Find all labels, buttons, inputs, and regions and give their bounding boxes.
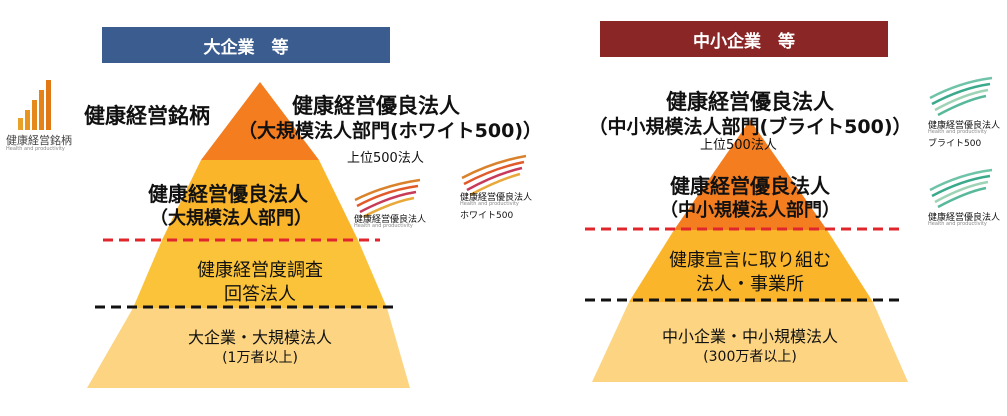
right-pyramid-declare-tier <box>629 230 873 302</box>
right-declare-line1: 健康宣言に取り組む <box>669 250 831 271</box>
left-top500-note: 上位500法人 <box>347 151 424 166</box>
white-logo-badge: ホワイト500 <box>460 211 514 221</box>
white-logo-text: 健康経営優良法人 <box>460 193 533 203</box>
bright-title: 健康経営優良法人 <box>666 90 834 114</box>
left-base-line1: 大企業・大規模法人 <box>187 328 332 347</box>
right-base-line1: 中小企業・中小規模法人 <box>661 327 838 346</box>
left-pyramid <box>87 82 410 388</box>
brand-logo-text: 健康経営銘柄 <box>6 134 72 147</box>
right-declare-line2: 法人・事業所 <box>696 274 804 295</box>
left-mid-logo-sub: Health and productivity <box>354 223 413 229</box>
right-pyramid-certified-tier <box>674 120 827 230</box>
right-mid-logo-waves <box>929 168 993 209</box>
mid-logo-waves-left <box>354 178 421 219</box>
right-header: 中小企業 等 <box>600 21 888 57</box>
left-pyramid-certified-tier <box>162 160 358 240</box>
left-base-line2: (1万者以上) <box>222 350 298 366</box>
right-pyramid-base-tier <box>592 302 908 382</box>
left-pyramid-survey-tier <box>133 240 387 308</box>
bright-subtitle: （中小規模法人部門(ブライト500)） <box>588 116 912 138</box>
white-logo-waves <box>461 154 527 197</box>
left-header: 大企業 等 <box>102 27 390 63</box>
right-pyramid <box>585 120 908 382</box>
left-survey-line1: 健康経営度調査 <box>197 260 323 281</box>
right-mid-title: 健康経営優良法人 <box>670 174 830 198</box>
white-logo-sub: Health and productivity <box>460 201 519 207</box>
bright-logo-sub: Health and productivity <box>928 129 987 135</box>
left-survey-line2: 回答法人 <box>224 284 296 305</box>
white500-title: 健康経営優良法人 <box>292 94 460 118</box>
left-mid-logo-text: 健康経営優良法人 <box>354 215 427 225</box>
bright-logo-badge: ブライト500 <box>928 139 982 149</box>
white500-subtitle: （大規模法人部門(ホワイト500)） <box>238 120 543 142</box>
right-mid-subtitle: （中小規模法人部門） <box>660 200 840 221</box>
left-top-label: 健康経営銘柄 <box>84 104 210 128</box>
right-mid-logo-text: 健康経営優良法人 <box>928 213 1001 223</box>
left-pyramid-base-tier <box>87 308 410 388</box>
bright-logo-waves <box>929 76 993 117</box>
right-base-line2: (300万者以上) <box>703 349 797 365</box>
brand-logo-bars <box>18 80 51 130</box>
right-top500-note: 上位500法人 <box>700 138 777 153</box>
left-mid-subtitle: （大規模法人部門） <box>150 208 312 229</box>
brand-logo-sub: Health and productivity <box>6 146 65 152</box>
left-mid-title: 健康経営優良法人 <box>148 182 308 206</box>
bright-logo-text: 健康経営優良法人 <box>928 121 1001 131</box>
left-pyramid-top-tier <box>201 82 319 160</box>
right-mid-logo-sub: Health and productivity <box>928 221 987 227</box>
